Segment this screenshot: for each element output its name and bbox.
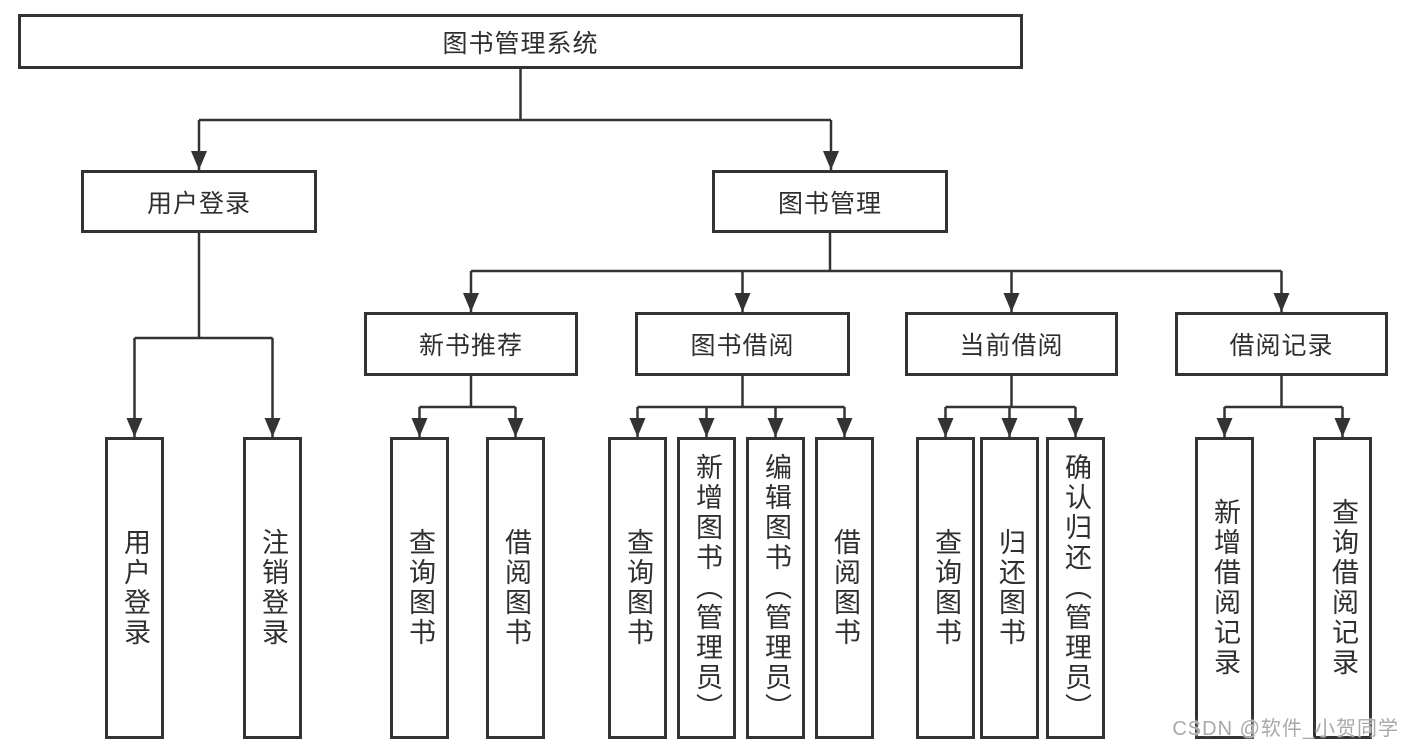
leaf-borrow-books-borrowing: 借阅图书 <box>815 437 874 739</box>
leaf-query-books-current: 查询图书 <box>916 437 975 739</box>
leaf-add-borrow-record: 新增借阅记录 <box>1195 437 1254 739</box>
node-current-borrowing: 当前借阅 <box>905 312 1118 376</box>
node-library-management-system: 图书管理系统 <box>18 14 1023 69</box>
node-user-login: 用户登录 <box>81 170 317 233</box>
leaf-edit-books-admin: 编辑图书（管理员） <box>746 437 805 739</box>
node-new-book-recommendation: 新书推荐 <box>364 312 578 376</box>
leaf-borrow-books-newbooks: 借阅图书 <box>486 437 545 739</box>
node-book-management: 图书管理 <box>712 170 948 233</box>
leaf-query-books-newbooks: 查询图书 <box>390 437 449 739</box>
watermark-text: CSDN @软件_小贺同学 <box>1172 718 1399 740</box>
leaf-user-login: 用户登录 <box>105 437 164 739</box>
leaf-confirm-return-admin: 确认归还（管理员） <box>1046 437 1105 739</box>
leaf-query-borrow-record: 查询借阅记录 <box>1313 437 1372 739</box>
node-borrowing-records: 借阅记录 <box>1175 312 1388 376</box>
leaf-logout-login: 注销登录 <box>243 437 302 739</box>
leaf-return-books: 归还图书 <box>980 437 1039 739</box>
node-book-borrowing: 图书借阅 <box>635 312 850 376</box>
leaf-query-books-borrowing: 查询图书 <box>608 437 667 739</box>
leaf-add-books-admin: 新增图书（管理员） <box>677 437 736 739</box>
